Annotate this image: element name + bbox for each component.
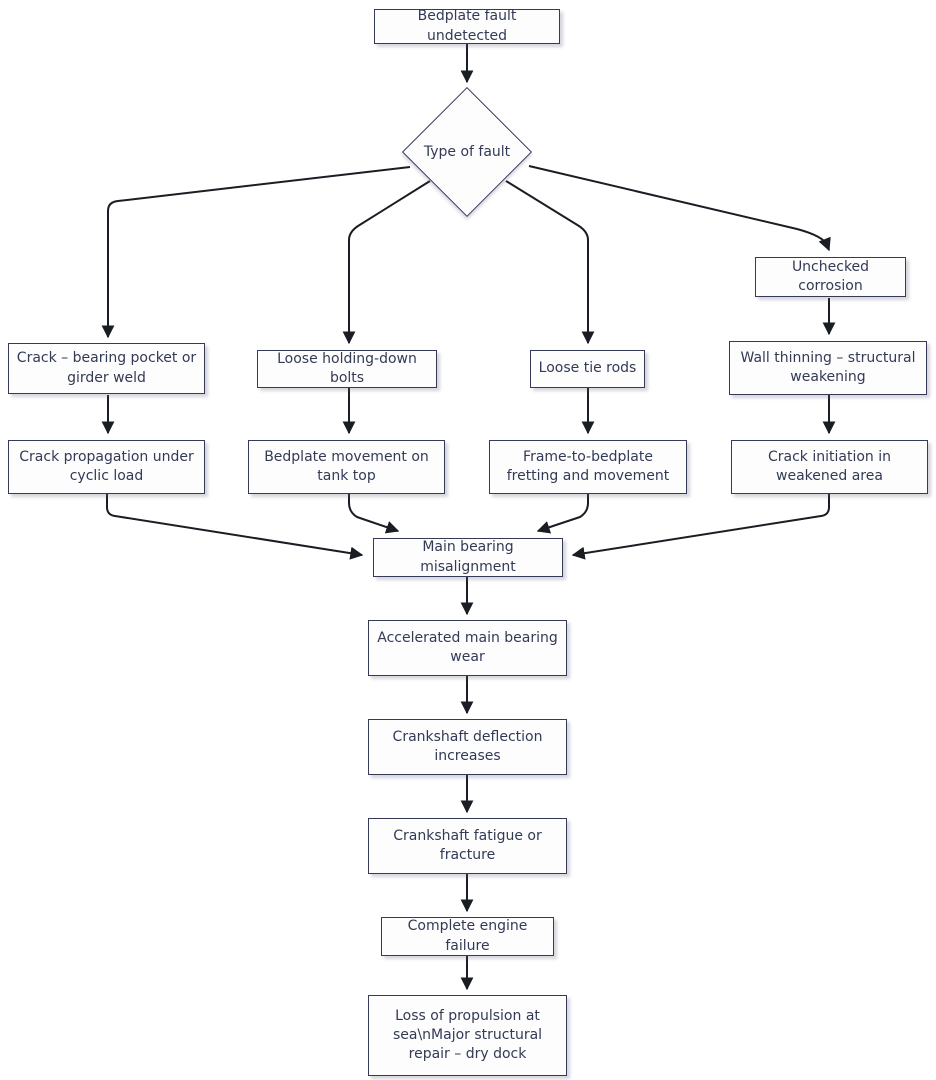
edge-decision-crack-pocket <box>101 166 411 339</box>
node-crack-initiation: Crack initiation in weakened area <box>731 440 928 494</box>
node-loose-tie-rods: Loose tie rods <box>530 350 645 388</box>
node-unchecked-corrosion: Unchecked corrosion <box>755 257 906 297</box>
node-complete-engine-failure: Complete engine failure <box>381 917 554 956</box>
node-crack-propagation: Crack propagation under cyclic load <box>8 440 205 494</box>
node-frame-bedplate-fretting: Frame-to-bedplate fretting and movement <box>489 440 687 494</box>
decision-label: Type of fault <box>423 144 511 160</box>
node-crack-bearing-pocket: Crack – bearing pocket or girder weld <box>8 343 205 394</box>
node-type-of-fault-decision: Type of fault <box>401 86 533 218</box>
node-crankshaft-deflection: Crankshaft deflection increases <box>368 719 567 775</box>
node-bedplate-fault-undetected: Bedplate fault undetected <box>374 8 560 44</box>
node-loss-of-propulsion: Loss of propulsion at sea\nMajor structu… <box>368 995 567 1076</box>
node-loose-holding-down-bolts: Loose holding-down bolts <box>257 350 437 388</box>
edge-fretting-misalignment <box>536 494 589 534</box>
node-main-bearing-misalignment: Main bearing misalignment <box>373 538 563 577</box>
node-crankshaft-fatigue: Crankshaft fatigue or fracture <box>368 818 567 874</box>
node-bedplate-movement: Bedplate movement on tank top <box>248 440 445 494</box>
node-accelerated-bearing-wear: Accelerated main bearing wear <box>368 620 567 676</box>
edge-movement-misalignment <box>348 494 400 534</box>
edge-decision-loose-bolts <box>342 180 431 345</box>
node-wall-thinning: Wall thinning – structural weakening <box>729 341 927 395</box>
edge-crack-initiation-misalignment <box>571 494 830 560</box>
edge-decision-unchecked-corrosion <box>528 165 831 252</box>
edge-decision-loose-tie-rods <box>505 180 595 345</box>
edge-propagation-misalignment <box>106 494 364 560</box>
